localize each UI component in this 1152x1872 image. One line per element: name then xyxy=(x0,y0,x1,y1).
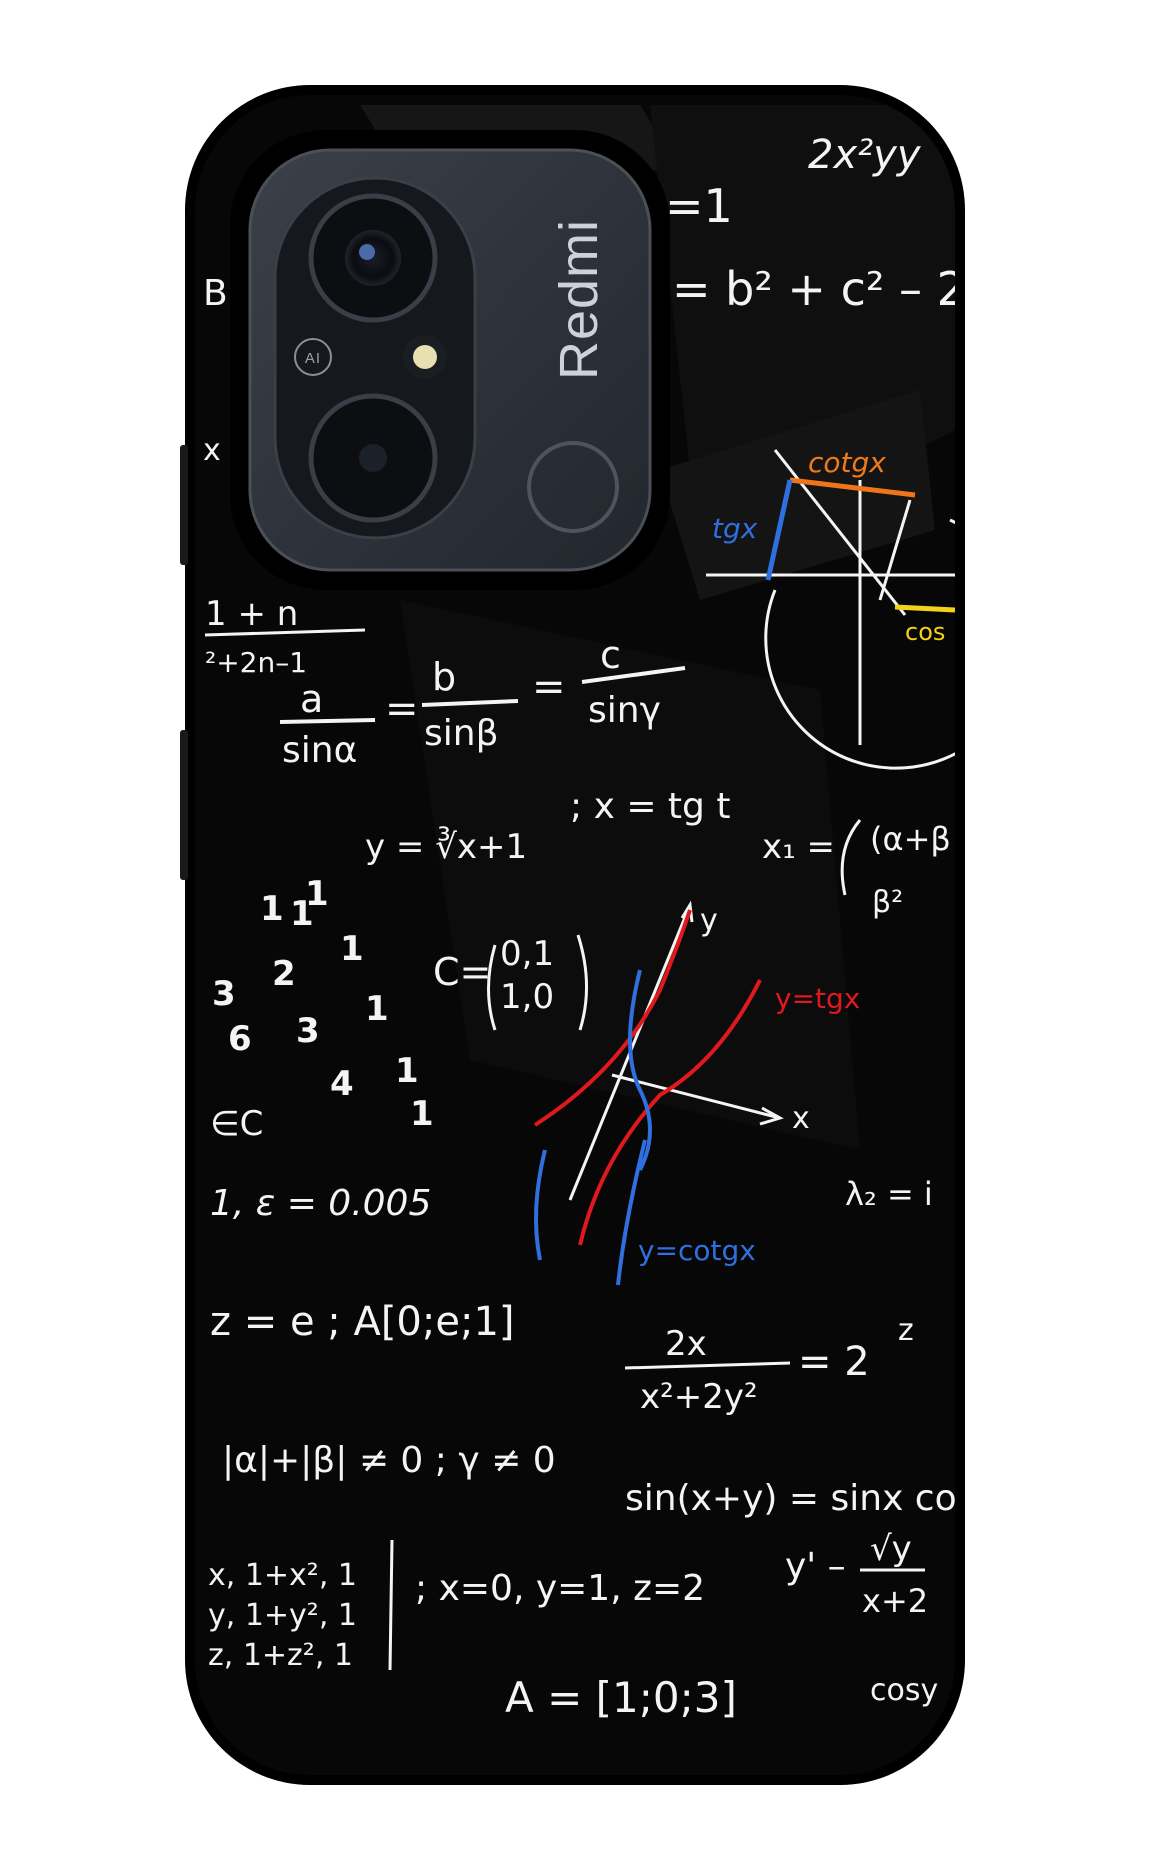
svg-text:=: = xyxy=(532,664,566,710)
formula-c: c xyxy=(600,633,621,677)
label-cos: cos xyxy=(905,618,945,646)
svg-text:AI: AI xyxy=(305,350,321,367)
trig-circle-diagram: cotgx tgx cos xyxy=(706,446,955,770)
formula-epsilon: 1, ε = 0.005 xyxy=(210,1183,431,1224)
formula-a-vector: A = [1;0;3] xyxy=(505,1673,737,1722)
matrix-r1: x, 1+x², 1 xyxy=(208,1558,357,1593)
formula-frac-eq: = 2 xyxy=(798,1339,870,1385)
scattered-digits: 1 1 1 3 2 1 6 3 1 4 1 1 xyxy=(212,874,434,1134)
formula-cosine-law: = b² + c² – 2 xyxy=(672,262,966,316)
formula-xyz: ; x=0, y=1, z=2 xyxy=(415,1568,705,1609)
digit: 1 xyxy=(410,1094,434,1134)
volume-button xyxy=(180,445,188,565)
svg-text:=: = xyxy=(385,686,419,732)
ai-badge xyxy=(294,338,332,376)
formula-beta2: β² xyxy=(872,885,903,920)
formula-abs: |α|+|β| ≠ 0 ; γ ≠ 0 xyxy=(222,1440,556,1481)
formula-sina: sinα xyxy=(282,730,357,771)
formula-sin-sum: sin(x+y) = sinx co xyxy=(625,1478,957,1519)
formula-cube-root: y = ∛x+1 xyxy=(365,826,527,867)
formula-alpha-beta: (α+β xyxy=(870,820,951,858)
formula-matrix-c: C= xyxy=(433,950,491,994)
axis-y-label: y xyxy=(700,903,718,938)
formula-deriv-y: y' – xyxy=(785,1546,846,1587)
formula-z-e: z = e ; A[0;e;1] xyxy=(210,1299,515,1345)
formula-series-bottom: ²+2n–1 xyxy=(205,646,307,679)
label-tgx: tgx xyxy=(712,512,758,545)
matrix-r2: y, 1+y², 1 xyxy=(208,1598,357,1633)
formula-sinb: sinβ xyxy=(424,713,499,754)
fingerprint-sensor xyxy=(527,441,619,533)
formula-left-b: B xyxy=(203,273,228,314)
digit: 2 xyxy=(272,954,296,994)
label-y-cotgx: y=cotgx xyxy=(638,1234,756,1267)
formula-in-c: ∈C xyxy=(210,1104,263,1144)
power-button xyxy=(180,730,188,880)
formula-deriv-num: √y xyxy=(870,1529,912,1569)
formula-sing: sinγ xyxy=(588,690,661,731)
formula-left-x: x xyxy=(203,433,221,468)
formula-frac-num: 2x xyxy=(665,1324,707,1364)
digit: 3 xyxy=(296,1011,320,1051)
digit: 6 xyxy=(228,1019,252,1059)
matrix-row1: 0,1 xyxy=(500,934,554,974)
digit: 1 xyxy=(260,889,284,929)
digit: 1 xyxy=(365,989,389,1029)
formula-z-right: z xyxy=(898,1313,914,1348)
digit: 3 xyxy=(212,974,236,1014)
formula-a: a xyxy=(300,677,323,721)
formula-x1: x₁ = xyxy=(762,827,835,867)
digit: 1 xyxy=(340,929,364,969)
axis-x-label: x xyxy=(792,1101,810,1136)
formula-tg-t: ; x = tg t xyxy=(570,786,730,827)
digit: 1 xyxy=(290,894,314,934)
formula-cosy: cosy xyxy=(870,1673,938,1708)
label-cotgx: cotgx xyxy=(808,446,886,479)
digit: 1 xyxy=(305,874,329,914)
formula-deriv-den: x+2 xyxy=(862,1582,928,1620)
reflection-shape xyxy=(660,390,935,600)
matrix-r3: z, 1+z², 1 xyxy=(208,1638,353,1673)
brand-label: Redmi xyxy=(549,219,609,380)
formula-b: b xyxy=(432,655,456,699)
formula-frac-den: x²+2y² xyxy=(640,1377,758,1417)
formula-series-top: 1 + n xyxy=(205,594,298,634)
formula-2x2yy: 2x²yy xyxy=(808,132,922,178)
tangent-graph: y x y=tgx y=cotgx xyxy=(533,900,860,1286)
label-y-tgx: y=tgx xyxy=(775,982,860,1015)
digit: 4 xyxy=(330,1064,354,1104)
digit: 1 xyxy=(395,1051,419,1091)
reflection-shape xyxy=(400,600,860,1150)
formula-eq1: =1 xyxy=(665,179,733,233)
formula-lambda: λ₂ = i xyxy=(845,1175,933,1213)
matrix-row2: 1,0 xyxy=(500,977,554,1017)
camera-module: AI Redmi xyxy=(248,148,652,572)
